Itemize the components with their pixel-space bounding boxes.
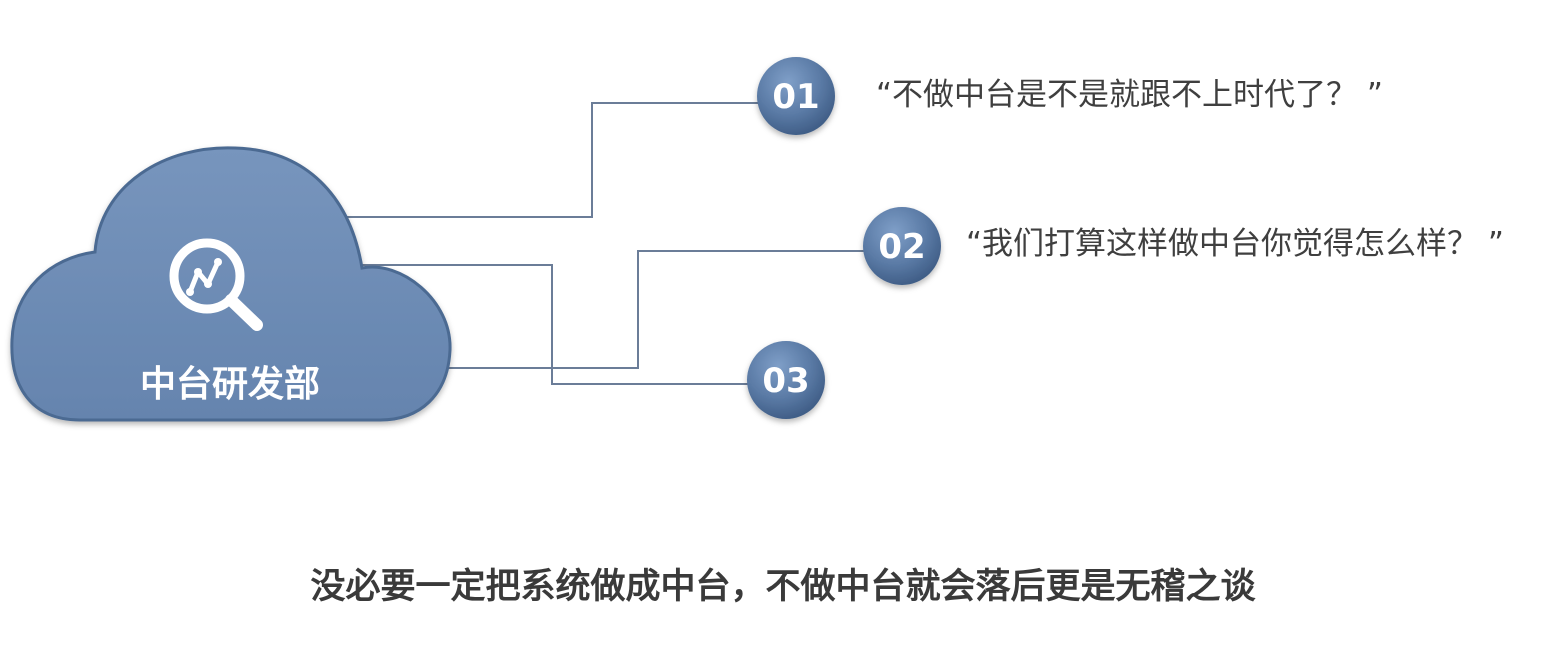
question-02: “我们打算这样做中台你觉得怎么样？ ” [966, 226, 1504, 262]
node-02: 02 [863, 207, 941, 285]
node-03-number: 03 [762, 361, 809, 401]
node-03: 03 [747, 341, 825, 419]
conclusion-text: 没必要一定把系统做成中台，不做中台就会落后更是无稽之谈 [310, 567, 1256, 607]
cloud-label: 中台研发部 [140, 364, 320, 405]
connectors [345, 102, 866, 385]
connector-03 [360, 264, 752, 385]
node-02-circle [863, 207, 941, 285]
magnifier-chart-icon [169, 238, 263, 331]
node-01-circle [757, 57, 835, 135]
question-01: “不做中台是不是就跟不上时代了？ ” [876, 77, 1383, 113]
connector-02 [440, 250, 866, 369]
node-03-circle [747, 341, 825, 419]
node-02-number: 02 [878, 227, 925, 267]
connector-01 [345, 102, 760, 218]
cloud-shape [10, 146, 452, 422]
node-01-number: 01 [772, 77, 819, 117]
cloud-body [10, 146, 452, 422]
node-01: 01 [757, 57, 835, 135]
